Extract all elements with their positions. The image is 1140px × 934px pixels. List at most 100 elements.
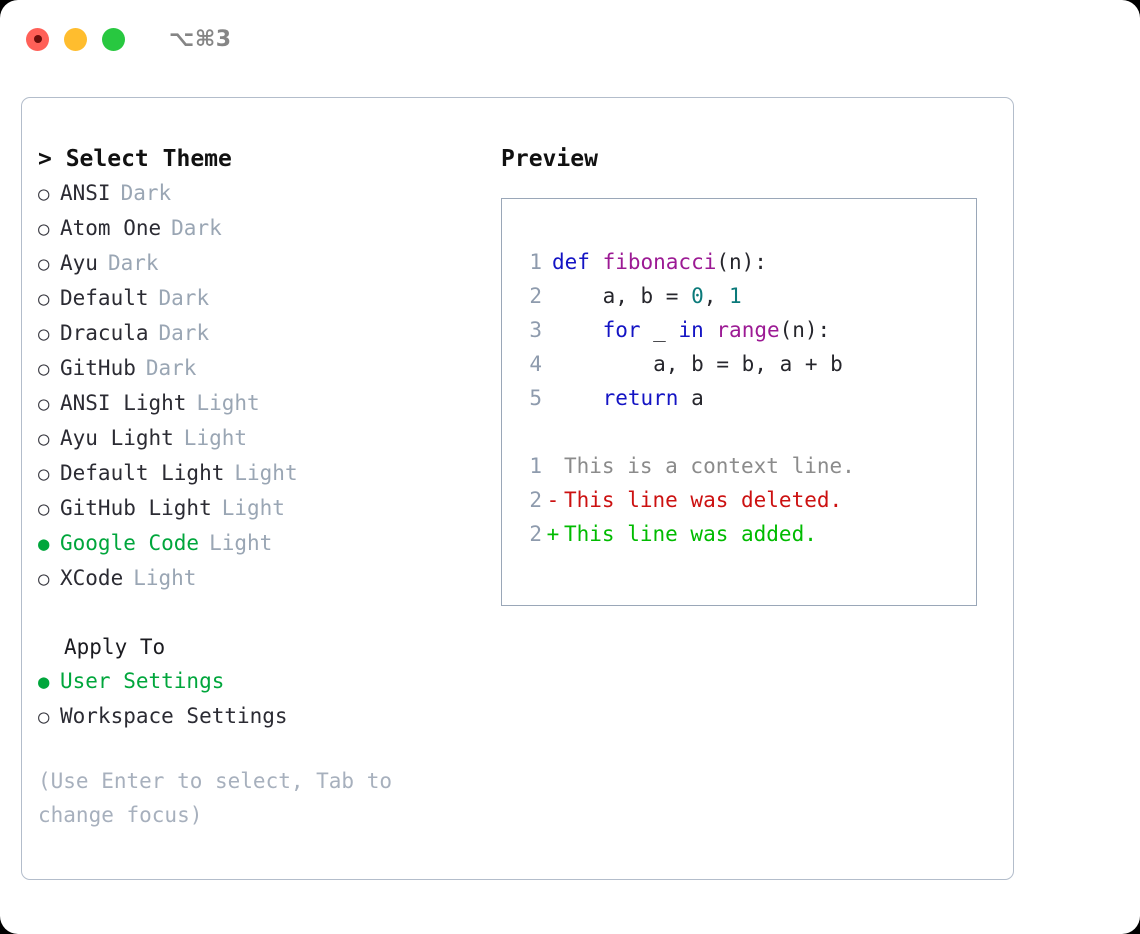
theme-category-badge: Dark bbox=[158, 321, 210, 345]
theme-category-badge: Light bbox=[133, 566, 197, 590]
diff-text: This line was deleted. bbox=[564, 488, 843, 512]
code-token-txt: _ bbox=[640, 318, 679, 342]
code-text: a, b = 0, 1 bbox=[552, 284, 742, 308]
radio-icon: ○ bbox=[38, 358, 50, 380]
radio-icon: ○ bbox=[38, 183, 50, 205]
diff-marker-icon: - bbox=[546, 488, 560, 512]
theme-category-badge: Dark bbox=[158, 286, 210, 310]
preview-title: Preview bbox=[501, 146, 598, 172]
code-token-txt: (n): bbox=[716, 250, 767, 274]
code-token-txt: a, b = b, a + b bbox=[552, 352, 843, 376]
theme-option-label: GitHub Light bbox=[60, 496, 212, 520]
code-line: 5 return a bbox=[520, 381, 976, 415]
shortcut-label: ⌥⌘3 bbox=[169, 26, 232, 52]
line-number: 1 bbox=[529, 250, 542, 274]
diff-line-add: 2+This line was added. bbox=[520, 517, 976, 551]
code-token-num: 1 bbox=[729, 284, 742, 308]
diff-sample: 1 This is a context line.2-This line was… bbox=[520, 449, 976, 551]
radio-icon: ○ bbox=[38, 568, 50, 590]
apply-to-option-label: Workspace Settings bbox=[60, 704, 288, 728]
traffic-lights bbox=[26, 27, 125, 51]
code-token-txt: a, b = bbox=[552, 284, 692, 308]
list-spacer bbox=[38, 596, 488, 630]
code-line: 3 for _ in range(n): bbox=[520, 313, 976, 347]
minimize-icon[interactable] bbox=[64, 27, 87, 51]
theme-option-dracula[interactable]: ○ Dracula Dark bbox=[38, 316, 488, 351]
title-bar: ⌥⌘3 bbox=[0, 0, 1140, 78]
theme-option-default-light[interactable]: ○ Default Light Light bbox=[38, 456, 488, 491]
radio-icon: ○ bbox=[38, 393, 50, 415]
code-line: 2 a, b = 0, 1 bbox=[520, 279, 976, 313]
code-token-txt: (n): bbox=[779, 318, 831, 342]
theme-option-github-light[interactable]: ○ GitHub Light Light bbox=[38, 491, 488, 526]
code-text: def fibonacci(n): bbox=[552, 250, 767, 274]
line-number: 2 bbox=[529, 488, 542, 512]
close-icon[interactable] bbox=[26, 27, 49, 51]
maximize-icon[interactable] bbox=[102, 27, 125, 51]
theme-category-badge: Dark bbox=[107, 251, 159, 275]
apply-to-option-workspace-settings[interactable]: ○Workspace Settings bbox=[38, 699, 488, 734]
code-token-kw: in bbox=[678, 318, 704, 342]
line-number: 3 bbox=[529, 318, 542, 342]
apply-to-title: Apply To bbox=[64, 635, 166, 659]
theme-option-label: Ayu bbox=[60, 251, 98, 275]
theme-category-badge: Light bbox=[183, 426, 248, 450]
code-token-fn: fibonacci bbox=[602, 250, 717, 274]
theme-option-label: Google Code bbox=[60, 531, 200, 555]
code-token-txt: a bbox=[678, 386, 704, 410]
code-line: 4 a, b = b, a + b bbox=[520, 347, 976, 381]
diff-line-ctx: 1 This is a context line. bbox=[520, 449, 976, 483]
apply-to-option-user-settings[interactable]: ● User Settings bbox=[38, 664, 488, 699]
diff-line-del: 2-This line was deleted. bbox=[520, 483, 976, 517]
theme-option-label: Ayu Light bbox=[60, 426, 174, 450]
theme-option-label: GitHub bbox=[60, 356, 136, 380]
line-number: 2 bbox=[529, 284, 542, 308]
theme-category-badge: Dark bbox=[145, 356, 197, 380]
theme-option-ayu-light[interactable]: ○ Ayu Light Light bbox=[38, 421, 488, 456]
radio-icon: ○ bbox=[38, 428, 50, 450]
diff-text: This is a context line. bbox=[564, 454, 855, 478]
radio-icon: ○ bbox=[38, 463, 50, 485]
theme-option-github[interactable]: ○ GitHub Dark bbox=[38, 351, 488, 386]
apply-to-option-label: User Settings bbox=[60, 669, 225, 693]
theme-category-badge: Dark bbox=[171, 216, 222, 240]
code-line: 1 def fibonacci(n): bbox=[520, 245, 976, 279]
radio-icon: ○ bbox=[38, 498, 50, 520]
code-text: return a bbox=[552, 386, 704, 410]
radio-icon: ○ bbox=[38, 288, 50, 310]
radio-selected-icon: ● bbox=[38, 533, 50, 555]
radio-icon: ○ bbox=[38, 323, 50, 345]
line-number: 1 bbox=[529, 454, 542, 478]
line-number: 5 bbox=[529, 386, 542, 410]
theme-category-badge: Dark bbox=[120, 181, 172, 205]
radio-icon: ○ bbox=[38, 218, 50, 240]
code-token-kw: return bbox=[602, 386, 679, 410]
radio-selected-icon: ● bbox=[38, 671, 50, 693]
diff-marker-icon bbox=[542, 449, 564, 483]
theme-category-badge: Light bbox=[234, 461, 298, 485]
apply-to-list[interactable]: ● User Settings ○Workspace Settings bbox=[38, 664, 488, 734]
code-token-txt bbox=[552, 318, 603, 342]
theme-option-label: Default Light bbox=[60, 461, 225, 485]
code-token-fn: range bbox=[716, 318, 780, 342]
keyboard-hint: (Use Enter to select, Tab to change focu… bbox=[38, 769, 405, 827]
line-number: 4 bbox=[529, 352, 542, 376]
theme-category-badge: Light bbox=[196, 391, 260, 415]
code-text: a, b = b, a + b bbox=[552, 352, 843, 376]
line-number: 2 bbox=[529, 522, 542, 546]
theme-option-label: Dracula bbox=[60, 321, 149, 345]
theme-category-badge: Light bbox=[221, 496, 285, 520]
